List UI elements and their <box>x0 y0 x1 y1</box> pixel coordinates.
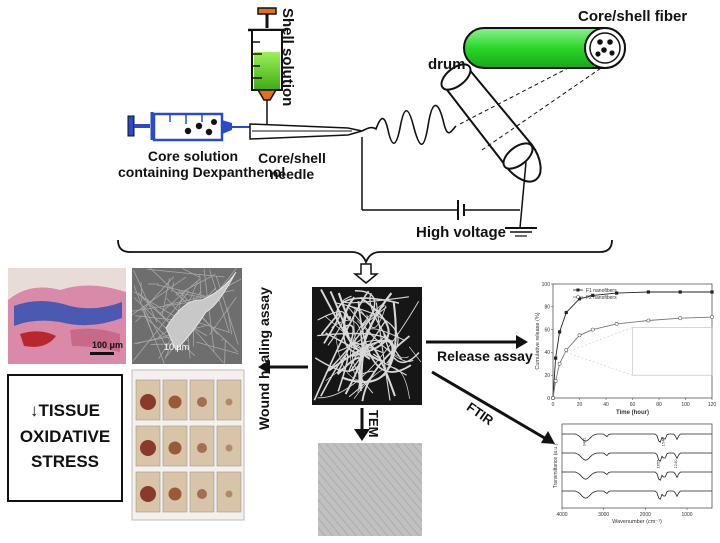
drum-label: drum <box>428 56 466 73</box>
x-tick-label: 20 <box>577 402 583 408</box>
data-point <box>558 362 561 365</box>
y-tick-label: 60 <box>544 327 550 333</box>
high-voltage-label: High voltage <box>416 224 506 241</box>
wound-spot <box>140 440 156 456</box>
y-axis-label: Cumulative release (%) <box>535 312 541 369</box>
data-point <box>591 328 594 331</box>
ftir-x-tick-label: 4000 <box>556 512 567 518</box>
x-tick-label: 80 <box>656 402 662 408</box>
stress-line1: TISSUE <box>39 401 100 420</box>
y-tick-label: 40 <box>544 350 550 356</box>
ftir-frame <box>562 424 712 508</box>
ftir-x-tick-label: 3000 <box>598 512 609 518</box>
data-point <box>551 396 554 399</box>
data-point <box>578 334 581 337</box>
data-point <box>554 357 557 360</box>
wound-spot <box>169 488 182 501</box>
needle-line2: needle <box>252 166 332 182</box>
y-tick-label: 80 <box>544 305 550 311</box>
stress-line2: OXIDATIVE <box>9 424 121 450</box>
needle-label: Core/shell needle <box>252 150 332 182</box>
stress-line3: STRESS <box>9 449 121 475</box>
core-syringe-icon <box>128 112 252 140</box>
x-tick-label: 120 <box>708 402 717 408</box>
y-tick-label: 0 <box>547 396 550 402</box>
core-solution-line1: Core solution <box>118 148 268 164</box>
x-tick-label: 40 <box>603 402 609 408</box>
tem-image <box>318 443 422 536</box>
stress-line1-row: ↓TISSUE <box>9 398 121 424</box>
coaxial-needle-icon <box>250 124 362 139</box>
core-solution-label: Core solution containing Dexpanthenol <box>118 148 268 180</box>
data-point <box>679 290 682 293</box>
tem-label: TEM <box>365 410 380 437</box>
data-point <box>615 322 618 325</box>
data-point <box>710 290 713 293</box>
shell-solution-label: Shell solution <box>279 8 296 106</box>
fiber-label: Core/shell fiber <box>578 8 687 25</box>
ftir-x-label: Wavenumber (cm⁻¹) <box>612 519 662 525</box>
x-tick-label: 0 <box>552 402 555 408</box>
electrospinning-jet <box>362 105 456 144</box>
wound-spot <box>197 489 207 499</box>
sem-scalebar: 10 μm <box>164 342 189 352</box>
wound-spot <box>140 394 156 410</box>
wound-photo-grid <box>132 370 244 520</box>
hollow-down-arrow-icon <box>355 264 377 283</box>
ftir-peak-label: 1540 <box>661 437 666 447</box>
data-point <box>565 349 568 352</box>
wound-spot <box>169 396 182 409</box>
ftir-x-tick-label: 2000 <box>640 512 651 518</box>
data-point <box>565 311 568 314</box>
oxidative-stress-text: ↓TISSUE OXIDATIVE STRESS <box>9 398 121 475</box>
arrow-to-ftir <box>432 372 555 444</box>
x-axis-label: Time (hour) <box>616 410 649 416</box>
wound-spot <box>197 443 207 453</box>
x-tick-label: 60 <box>630 402 636 408</box>
wound-spot <box>197 397 207 407</box>
y-tick-label: 100 <box>542 282 551 288</box>
arrow-to-release-assay <box>426 335 528 349</box>
data-point <box>558 330 561 333</box>
data-point <box>647 290 650 293</box>
y-tick-label: 20 <box>544 373 550 379</box>
ftir-peak-label: 3432 <box>582 437 587 447</box>
wound-spot <box>226 491 233 498</box>
oxidative-stress-box: ↓TISSUE OXIDATIVE STRESS <box>7 374 123 502</box>
wound-spot <box>226 399 233 406</box>
down-arrow-icon: ↓ <box>30 401 39 420</box>
data-point <box>554 379 557 382</box>
ftir-peak-label: 1240 <box>673 459 678 469</box>
data-point <box>647 319 650 322</box>
wound-healing-label: Wound healing assay <box>256 287 272 430</box>
legend-marker <box>577 296 580 299</box>
legend-label: F2 nanofibers <box>586 295 617 301</box>
release-assay-label: Release assay <box>437 348 533 364</box>
x-tick-label: 100 <box>681 402 690 408</box>
sem-nanofiber-image <box>312 287 422 405</box>
legend-marker <box>577 289 580 292</box>
core-solution-line2: containing Dexpanthenol <box>118 164 268 180</box>
needle-line1: Core/shell <box>252 150 332 166</box>
wound-spot <box>226 445 233 452</box>
legend-label: F1 nanofibers <box>586 288 617 294</box>
ftir-y-label: Transmittance (a.u.) <box>553 443 559 488</box>
data-point <box>710 315 713 318</box>
wound-spot <box>140 486 156 502</box>
ftir-x-tick-label: 1000 <box>681 512 692 518</box>
histology-scalebar: 100 μm <box>92 340 123 350</box>
ftir-peak-label: 1655 <box>656 459 661 469</box>
data-point <box>679 317 682 320</box>
grouping-brace <box>118 240 612 262</box>
wound-spot <box>169 442 182 455</box>
